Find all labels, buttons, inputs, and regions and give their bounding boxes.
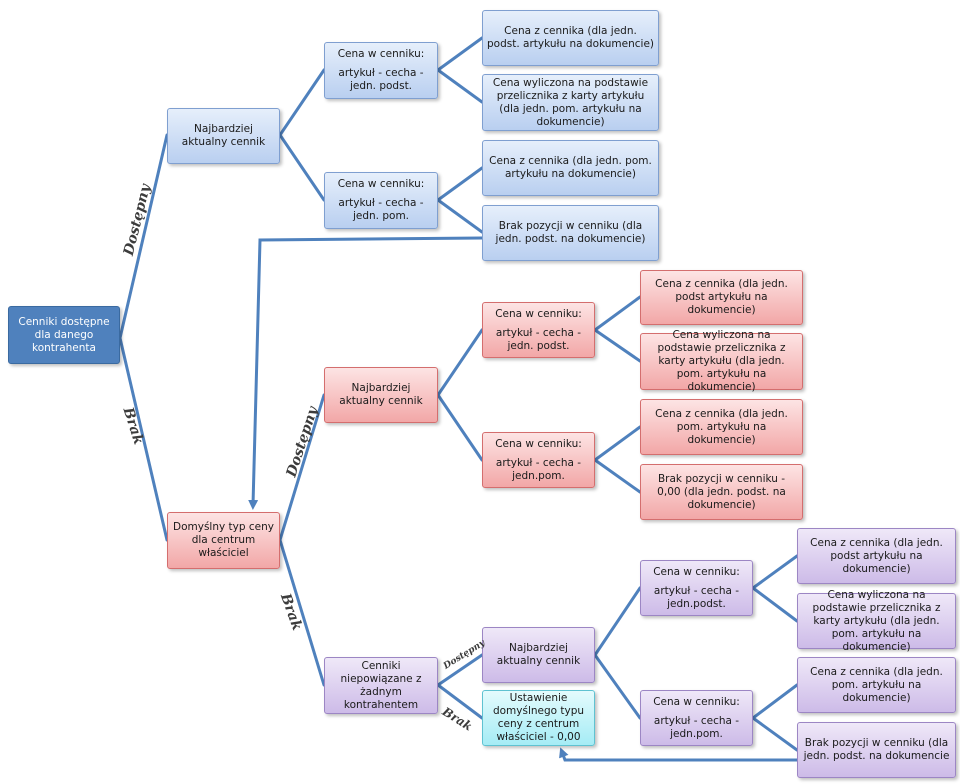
edge-default-to-avail bbox=[278, 393, 326, 542]
root-label: Cenniki dostępne dla danego kontrahenta bbox=[18, 315, 110, 354]
top-sub2-leaf2-node: Brak pozycji w cenniku (dla jedn. podst.… bbox=[482, 205, 659, 261]
default-price-type-node: Domyślny typ ceny dla centrum właściciel bbox=[167, 512, 280, 569]
unassigned-sub2-leaf2-label: Brak pozycji w cenniku (dla jedn. podst.… bbox=[803, 737, 950, 762]
unassigned-sub1-leaf2-node: Cena wyliczona na podstawie przelicznika… bbox=[797, 589, 956, 653]
edge-topsub1-leaf2 bbox=[436, 68, 484, 104]
edge-none-to-missing bbox=[436, 683, 484, 720]
top-sub1-leaf1-node: Cena z cennika (dla jedn. podst. artykuł… bbox=[482, 10, 659, 66]
unassigned-sub1-leaf1-node: Cena z cennika (dla jedn. podst artykułu… bbox=[797, 528, 956, 584]
unassigned-pricelists-label: Cenniki niepowiązane z żadnym kontrahent… bbox=[340, 659, 422, 711]
top-sub2-title: Cena w cenniku: bbox=[337, 178, 425, 190]
unassigned-sub2-node: Cena w cenniku: artykuł - cecha - jedn.p… bbox=[640, 690, 753, 746]
edge-topsub2-leaf1 bbox=[436, 166, 484, 202]
default-sub1-leaf1-label: Cena z cennika (dla jedn. podst artykułu… bbox=[655, 278, 788, 316]
top-sub1-leaf2-label: Cena wyliczona na podstawie przelicznika… bbox=[492, 76, 649, 128]
top-sub2-leaf1-label: Cena z cennika (dla jedn. pom. artykułu … bbox=[489, 155, 652, 180]
edge-default-to-none bbox=[278, 538, 326, 687]
top-sub1-leaf1-label: Cena z cennika (dla jedn. podst. artykuł… bbox=[487, 25, 655, 50]
edge-nonesub2-leaf1 bbox=[751, 683, 799, 720]
edge-noneavail-sub2 bbox=[593, 653, 642, 720]
top-sub2-leaf2-label: Brak pozycji w cenniku (dla jedn. podst.… bbox=[495, 220, 646, 245]
return-arrow-to-missing bbox=[559, 747, 799, 762]
unassigned-sub2-leaf1-node: Cena z cennika (dla jedn. pom. artykułu … bbox=[797, 657, 956, 713]
default-sub1-node: Cena w cenniku: artykuł - cecha - jedn. … bbox=[482, 302, 595, 358]
edge-avail-to-sub1 bbox=[436, 328, 484, 397]
default-sub2-title: Cena w cenniku: bbox=[495, 437, 582, 450]
unassigned-sub1-node: Cena w cenniku: artykuł - cecha - jedn.p… bbox=[640, 560, 753, 616]
unassigned-sub1-leaf1-label: Cena z cennika (dla jedn. podst artykułu… bbox=[810, 536, 943, 575]
default-sub2-node: Cena w cenniku: artykuł - cecha - jedn.p… bbox=[482, 432, 595, 488]
default-sub1-leaf1-node: Cena z cennika (dla jedn. podst artykułu… bbox=[640, 270, 803, 325]
edge-nonesub1-leaf1 bbox=[751, 554, 799, 590]
default-sub2-leaf1-node: Cena z cennika (dla jedn. pom. artykułu … bbox=[640, 399, 803, 455]
top-sub1-leaf2-node: Cena wyliczona na podstawie przelicznika… bbox=[482, 74, 659, 131]
edge-top-to-sub2 bbox=[278, 133, 326, 202]
unassigned-default-setting-label: Ustawienie domyślnego typu ceny z centru… bbox=[492, 692, 585, 743]
root-node: Cenniki dostępne dla danego kontrahenta bbox=[8, 306, 120, 364]
default-sub1-leaf2-label: Cena wyliczona na podstawie przelicznika… bbox=[657, 329, 786, 393]
unassigned-sub1-title: Cena w cenniku: bbox=[653, 565, 740, 578]
return-arrow-to-default bbox=[248, 236, 484, 510]
top-current-pricelist-label: Najbardziej aktualny cennik bbox=[181, 123, 266, 148]
default-sub2-detail: artykuł - cecha - jedn.pom. bbox=[495, 456, 582, 482]
edge-noneavail-sub1 bbox=[593, 586, 642, 657]
top-sub1-node: Cena w cenniku: artykuł - cecha - jedn. … bbox=[324, 42, 438, 99]
top-current-pricelist-node: Najbardziej aktualny cennik bbox=[167, 108, 280, 164]
edge-topsub2-leaf2 bbox=[436, 198, 484, 234]
edge-topsub1-leaf1 bbox=[436, 36, 484, 72]
default-current-pricelist-label: Najbardziej aktualny cennik bbox=[339, 382, 423, 407]
unassigned-current-pricelist-label: Najbardziej aktualny cennik bbox=[496, 642, 581, 667]
top-sub1-detail: artykuł - cecha - jedn. podst. bbox=[338, 67, 424, 92]
edge-defsub2-leaf2 bbox=[593, 458, 642, 494]
unassigned-current-pricelist-node: Najbardziej aktualny cennik bbox=[482, 627, 595, 683]
edge-defsub2-leaf1 bbox=[593, 425, 642, 462]
unassigned-pricelists-node: Cenniki niepowiązane z żadnym kontrahent… bbox=[324, 657, 438, 714]
unassigned-sub2-leaf2-node: Brak pozycji w cenniku (dla jedn. podst.… bbox=[797, 722, 956, 778]
unassigned-default-setting-node: Ustawienie domyślnego typu ceny z centru… bbox=[482, 690, 595, 746]
default-current-pricelist-node: Najbardziej aktualny cennik bbox=[324, 367, 438, 423]
edge-nonesub2-leaf2 bbox=[751, 716, 799, 752]
top-sub2-detail: artykuł - cecha - jedn. pom. bbox=[338, 197, 424, 222]
default-sub2-leaf2-label: Brak pozycji w cenniku - 0,00 (dla jedn.… bbox=[657, 472, 786, 511]
edge-none-to-avail bbox=[436, 653, 484, 687]
top-sub1-title: Cena w cenniku: bbox=[337, 48, 425, 60]
edge-root-to-top bbox=[118, 133, 169, 340]
default-price-type-label: Domyślny typ ceny dla centrum właściciel bbox=[173, 521, 274, 559]
top-sub2-leaf1-node: Cena z cennika (dla jedn. pom. artykułu … bbox=[482, 140, 659, 196]
default-sub2-leaf1-label: Cena z cennika (dla jedn. pom. artykułu … bbox=[655, 407, 788, 446]
unassigned-sub1-detail: artykuł - cecha - jedn.podst. bbox=[653, 584, 740, 610]
top-sub2-node: Cena w cenniku: artykuł - cecha - jedn. … bbox=[324, 172, 438, 229]
default-sub1-leaf2-node: Cena wyliczona na podstawie przelicznika… bbox=[640, 329, 803, 393]
default-sub1-title: Cena w cenniku: bbox=[495, 307, 582, 320]
default-sub1-detail: artykuł - cecha - jedn. podst. bbox=[495, 326, 582, 352]
default-sub2-leaf2-node: Brak pozycji w cenniku - 0,00 (dla jedn.… bbox=[640, 464, 803, 520]
edge-defsub1-leaf1 bbox=[593, 295, 642, 332]
unassigned-sub2-detail: artykuł - cecha - jedn.pom. bbox=[653, 714, 740, 740]
edge-defsub1-leaf2 bbox=[593, 328, 642, 363]
unassigned-sub2-title: Cena w cenniku: bbox=[653, 695, 740, 708]
edge-nonesub1-leaf2 bbox=[751, 586, 799, 623]
unassigned-sub2-leaf1-label: Cena z cennika (dla jedn. pom. artykułu … bbox=[810, 665, 943, 704]
edge-avail-to-sub2 bbox=[436, 393, 484, 462]
edge-top-to-sub1 bbox=[278, 68, 326, 137]
unassigned-sub1-leaf2-label: Cena wyliczona na podstawie przelicznika… bbox=[812, 588, 941, 653]
edge-root-to-default bbox=[118, 336, 169, 542]
